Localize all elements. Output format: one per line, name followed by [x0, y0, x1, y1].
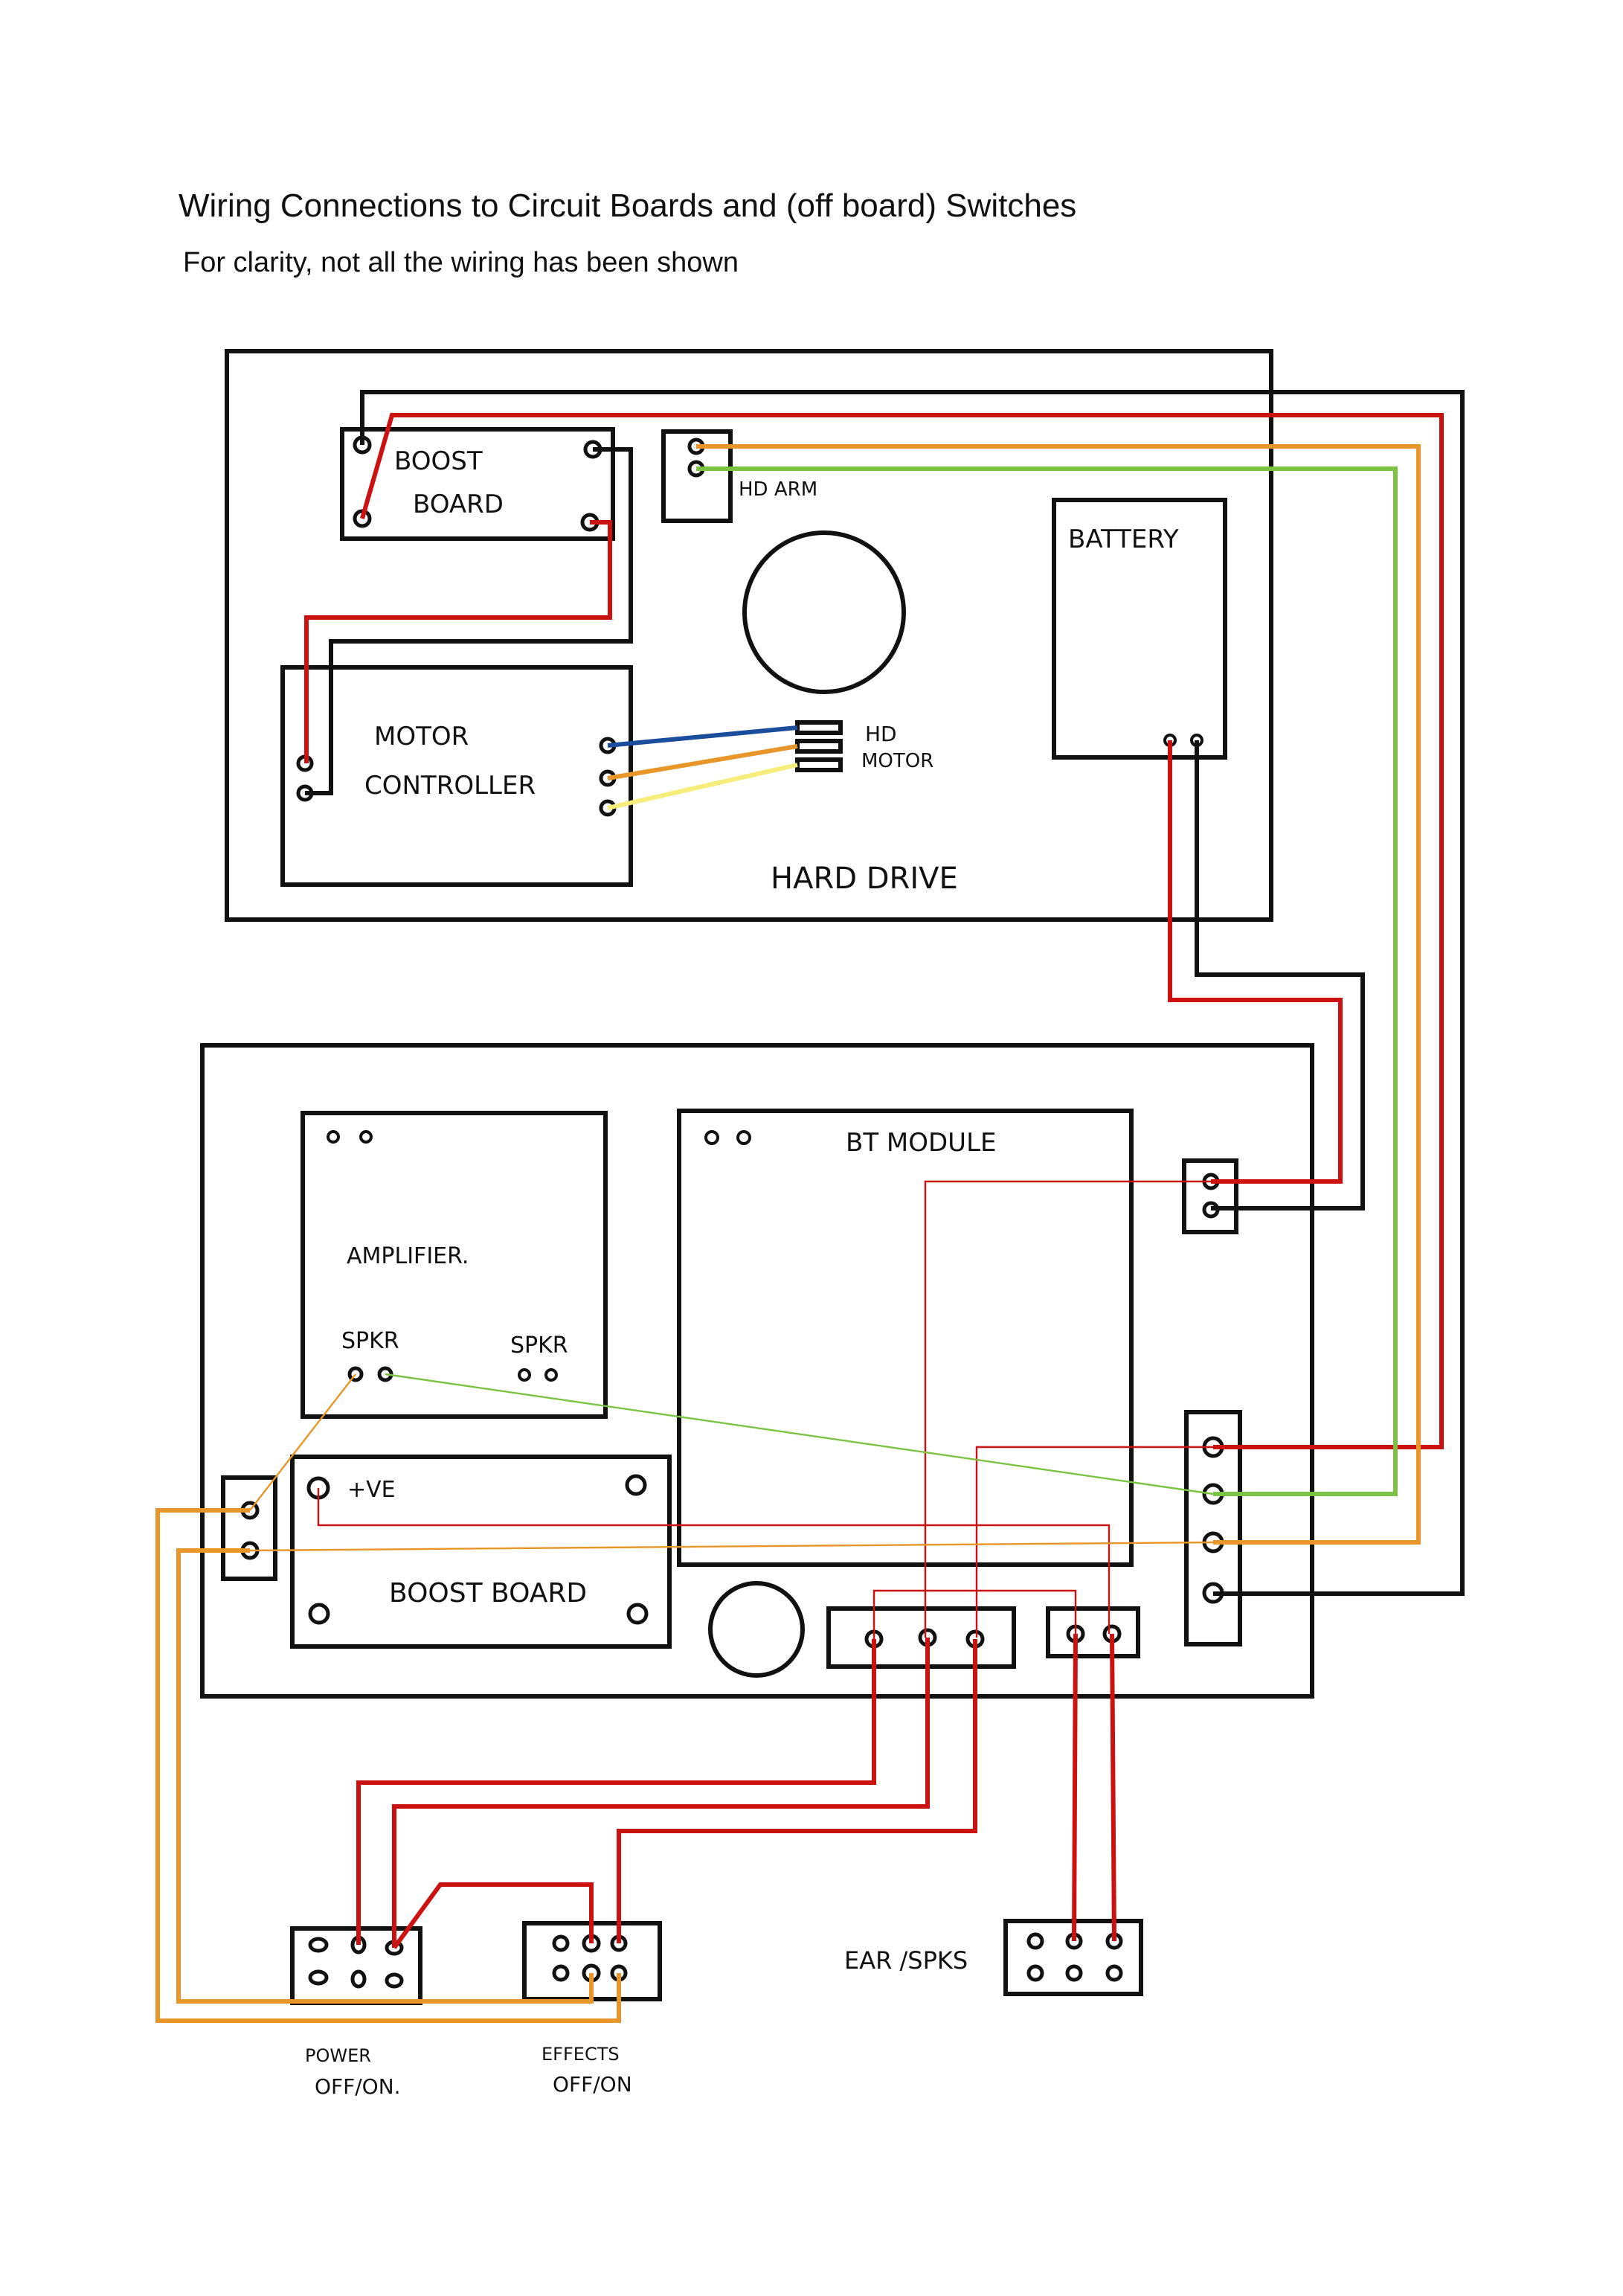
ear-pin-4	[1026, 1964, 1044, 1982]
hd-boost-label-1: BOOST	[394, 446, 483, 476]
wire-blue-motor	[607, 725, 798, 748]
thin-red-three-pin	[872, 1589, 1077, 1639]
wire-orange-hd-arm	[696, 444, 1421, 1545]
wire-black-top-loop	[360, 390, 1465, 1596]
amp-pin-2	[359, 1130, 373, 1144]
lower-enclosure-outline	[200, 1043, 1314, 1699]
wire-red-top-loop	[360, 413, 1444, 1449]
motor-controller-label-1: MOTOR	[374, 722, 469, 751]
motor-controller-label-2: CONTROLLER	[364, 771, 536, 801]
spkr-left-label: SPKR	[341, 1328, 399, 1354]
bt-pin-2	[736, 1130, 751, 1145]
battery-label: BATTERY	[1068, 525, 1179, 554]
hard-drive-label: HARD DRIVE	[771, 862, 958, 896]
power-label-1: POWER	[305, 2045, 371, 2066]
wire-red-to-effects	[617, 1639, 977, 1943]
hd-arm-label: HD ARM	[739, 478, 817, 501]
wire-red-power-effects	[392, 1882, 594, 1949]
wire-black-battery	[1195, 740, 1365, 1210]
thin-red-plus-ve	[317, 1488, 1111, 1634]
spkr-right-label: SPKR	[510, 1333, 568, 1359]
wire-orange-motor	[607, 744, 798, 780]
lower-boost-label: BOOST BOARD	[389, 1578, 587, 1609]
wire-red-ear-1	[1072, 1633, 1078, 1942]
spkr-right-pin-1	[518, 1368, 531, 1382]
hd-platter	[742, 530, 906, 694]
hd-boost-board	[340, 427, 615, 541]
amplifier	[301, 1111, 608, 1419]
hd-motor-tab-1	[795, 720, 843, 735]
thin-red-header	[975, 1446, 1213, 1638]
wire-red-ear-2	[1110, 1633, 1116, 1942]
wire-green-hd-arm	[696, 466, 1398, 1496]
thin-green-spkr	[385, 1373, 1214, 1495]
wire-yellow-motor	[607, 763, 798, 810]
hd-motor-tab-2	[795, 739, 843, 754]
power-pin-5	[350, 1969, 367, 1989]
power-label-2: OFF/ON.	[315, 2074, 401, 2099]
hd-motor-tab-3	[795, 757, 843, 772]
ear-pin-5	[1065, 1964, 1083, 1982]
audio-two-pin-connector	[1046, 1606, 1140, 1658]
diagram-subtitle: For clarity, not all the wiring has been…	[183, 247, 739, 278]
hd-boost-label-2: BOARD	[413, 490, 504, 519]
amp-pin-1	[327, 1130, 340, 1144]
lower-boost-board	[290, 1455, 672, 1649]
four-pin-header	[1184, 1410, 1242, 1646]
thin-orange-header	[249, 1541, 1214, 1552]
spkr-right-pin-2	[544, 1368, 558, 1382]
effects-label-1: EFFECTS	[541, 2044, 620, 2065]
hard-drive-outline	[225, 349, 1273, 922]
power-pin-4	[308, 1969, 329, 1986]
hd-arm-connector	[661, 429, 733, 523]
effects-pin-1	[552, 1934, 570, 1952]
left-two-pin-connector	[221, 1475, 277, 1581]
lower-boost-pin-br	[626, 1603, 649, 1625]
bt-module	[677, 1109, 1134, 1567]
effects-label-2: OFF/ON	[553, 2072, 632, 2097]
thin-red-bt	[924, 1180, 1211, 1638]
bt-pin-1	[704, 1130, 719, 1145]
wire-red-battery	[1168, 740, 1343, 1184]
amplifier-label: AMPLIFIER.	[347, 1243, 469, 1269]
hd-motor-label-2: MOTOR	[861, 750, 933, 772]
wire-red-to-power-1	[356, 1639, 876, 1945]
thin-orange-spkr	[249, 1373, 356, 1511]
lower-boost-pin-bl	[308, 1603, 330, 1625]
power-pin-1	[308, 1937, 329, 1953]
battery-input-connector	[1182, 1158, 1238, 1234]
power-pin-6	[385, 1972, 404, 1989]
diagram-title: Wiring Connections to Circuit Boards and…	[179, 187, 1076, 224]
lower-boost-pin-tr	[625, 1474, 647, 1496]
wires	[155, 390, 1465, 2023]
ear-pin-6	[1105, 1964, 1123, 1982]
effects-pin-4	[552, 1964, 570, 1982]
wire-orange-left-inner	[176, 1548, 594, 2004]
three-pin-connector	[826, 1606, 1016, 1669]
bt-module-label: BT MODULE	[846, 1128, 997, 1158]
battery	[1052, 498, 1227, 760]
plus-ve-label: +VE	[347, 1477, 396, 1503]
ear-pin-1	[1026, 1932, 1044, 1950]
wire-red-boost-mc	[304, 520, 612, 763]
volume-knob	[708, 1581, 805, 1678]
hd-motor-label-1: HD	[865, 722, 897, 746]
wire-black-boost-mc	[305, 447, 633, 795]
wire-red-to-power-2	[392, 1638, 930, 1948]
ear-spks-label: EAR /SPKS	[844, 1946, 968, 1975]
wire-orange-left-outer	[155, 1508, 621, 2023]
